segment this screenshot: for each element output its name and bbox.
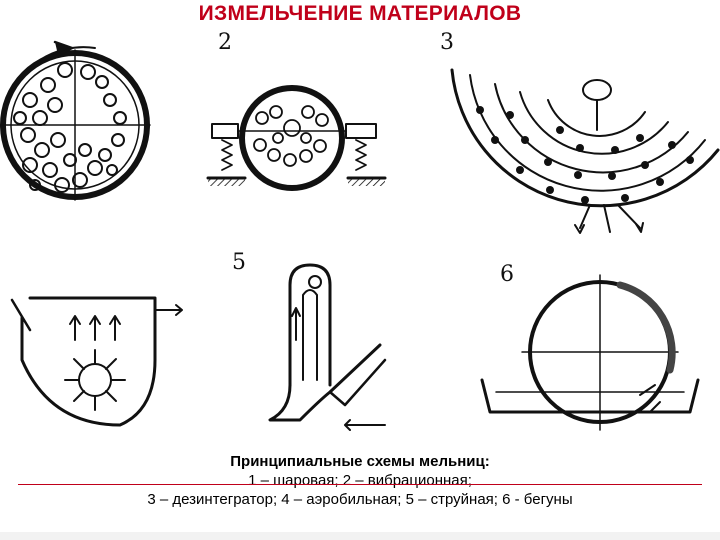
scheme-number-5: 5 xyxy=(232,250,246,275)
disintegrator-pins xyxy=(476,106,694,204)
figure-caption: Принципиальные схемы мельниц: 1 – шарова… xyxy=(0,452,720,509)
caption-divider xyxy=(18,484,702,485)
vibration-mill-balls xyxy=(253,105,329,167)
scheme-number-3: 3 xyxy=(440,30,454,55)
scheme-number-2: 2 xyxy=(218,30,232,55)
footer-strip xyxy=(0,532,720,540)
jet-mill-scheme xyxy=(268,263,387,431)
caption-heading: Принципиальные схемы мельниц: xyxy=(230,453,490,470)
slide-title: ИЗМЕЛЬЧЕНИЕ МАТЕРИАЛОВ xyxy=(198,2,522,25)
ball-charge xyxy=(13,62,127,193)
aerobile-mill-scheme xyxy=(10,296,183,427)
scheme-number-6: 6 xyxy=(500,262,514,287)
caption-line-2: 3 – дезинтегратор; 4 – аэробильная; 5 – … xyxy=(147,491,573,508)
caption-line-1: 1 – шаровая; 2 – вибрационная; xyxy=(248,472,472,489)
vibration-mill-scheme xyxy=(206,85,387,191)
ball-mill-scheme xyxy=(0,40,151,201)
rotor-blades xyxy=(64,349,126,411)
edge-runner-scheme xyxy=(480,274,700,431)
disintegrator-scheme xyxy=(450,68,720,234)
